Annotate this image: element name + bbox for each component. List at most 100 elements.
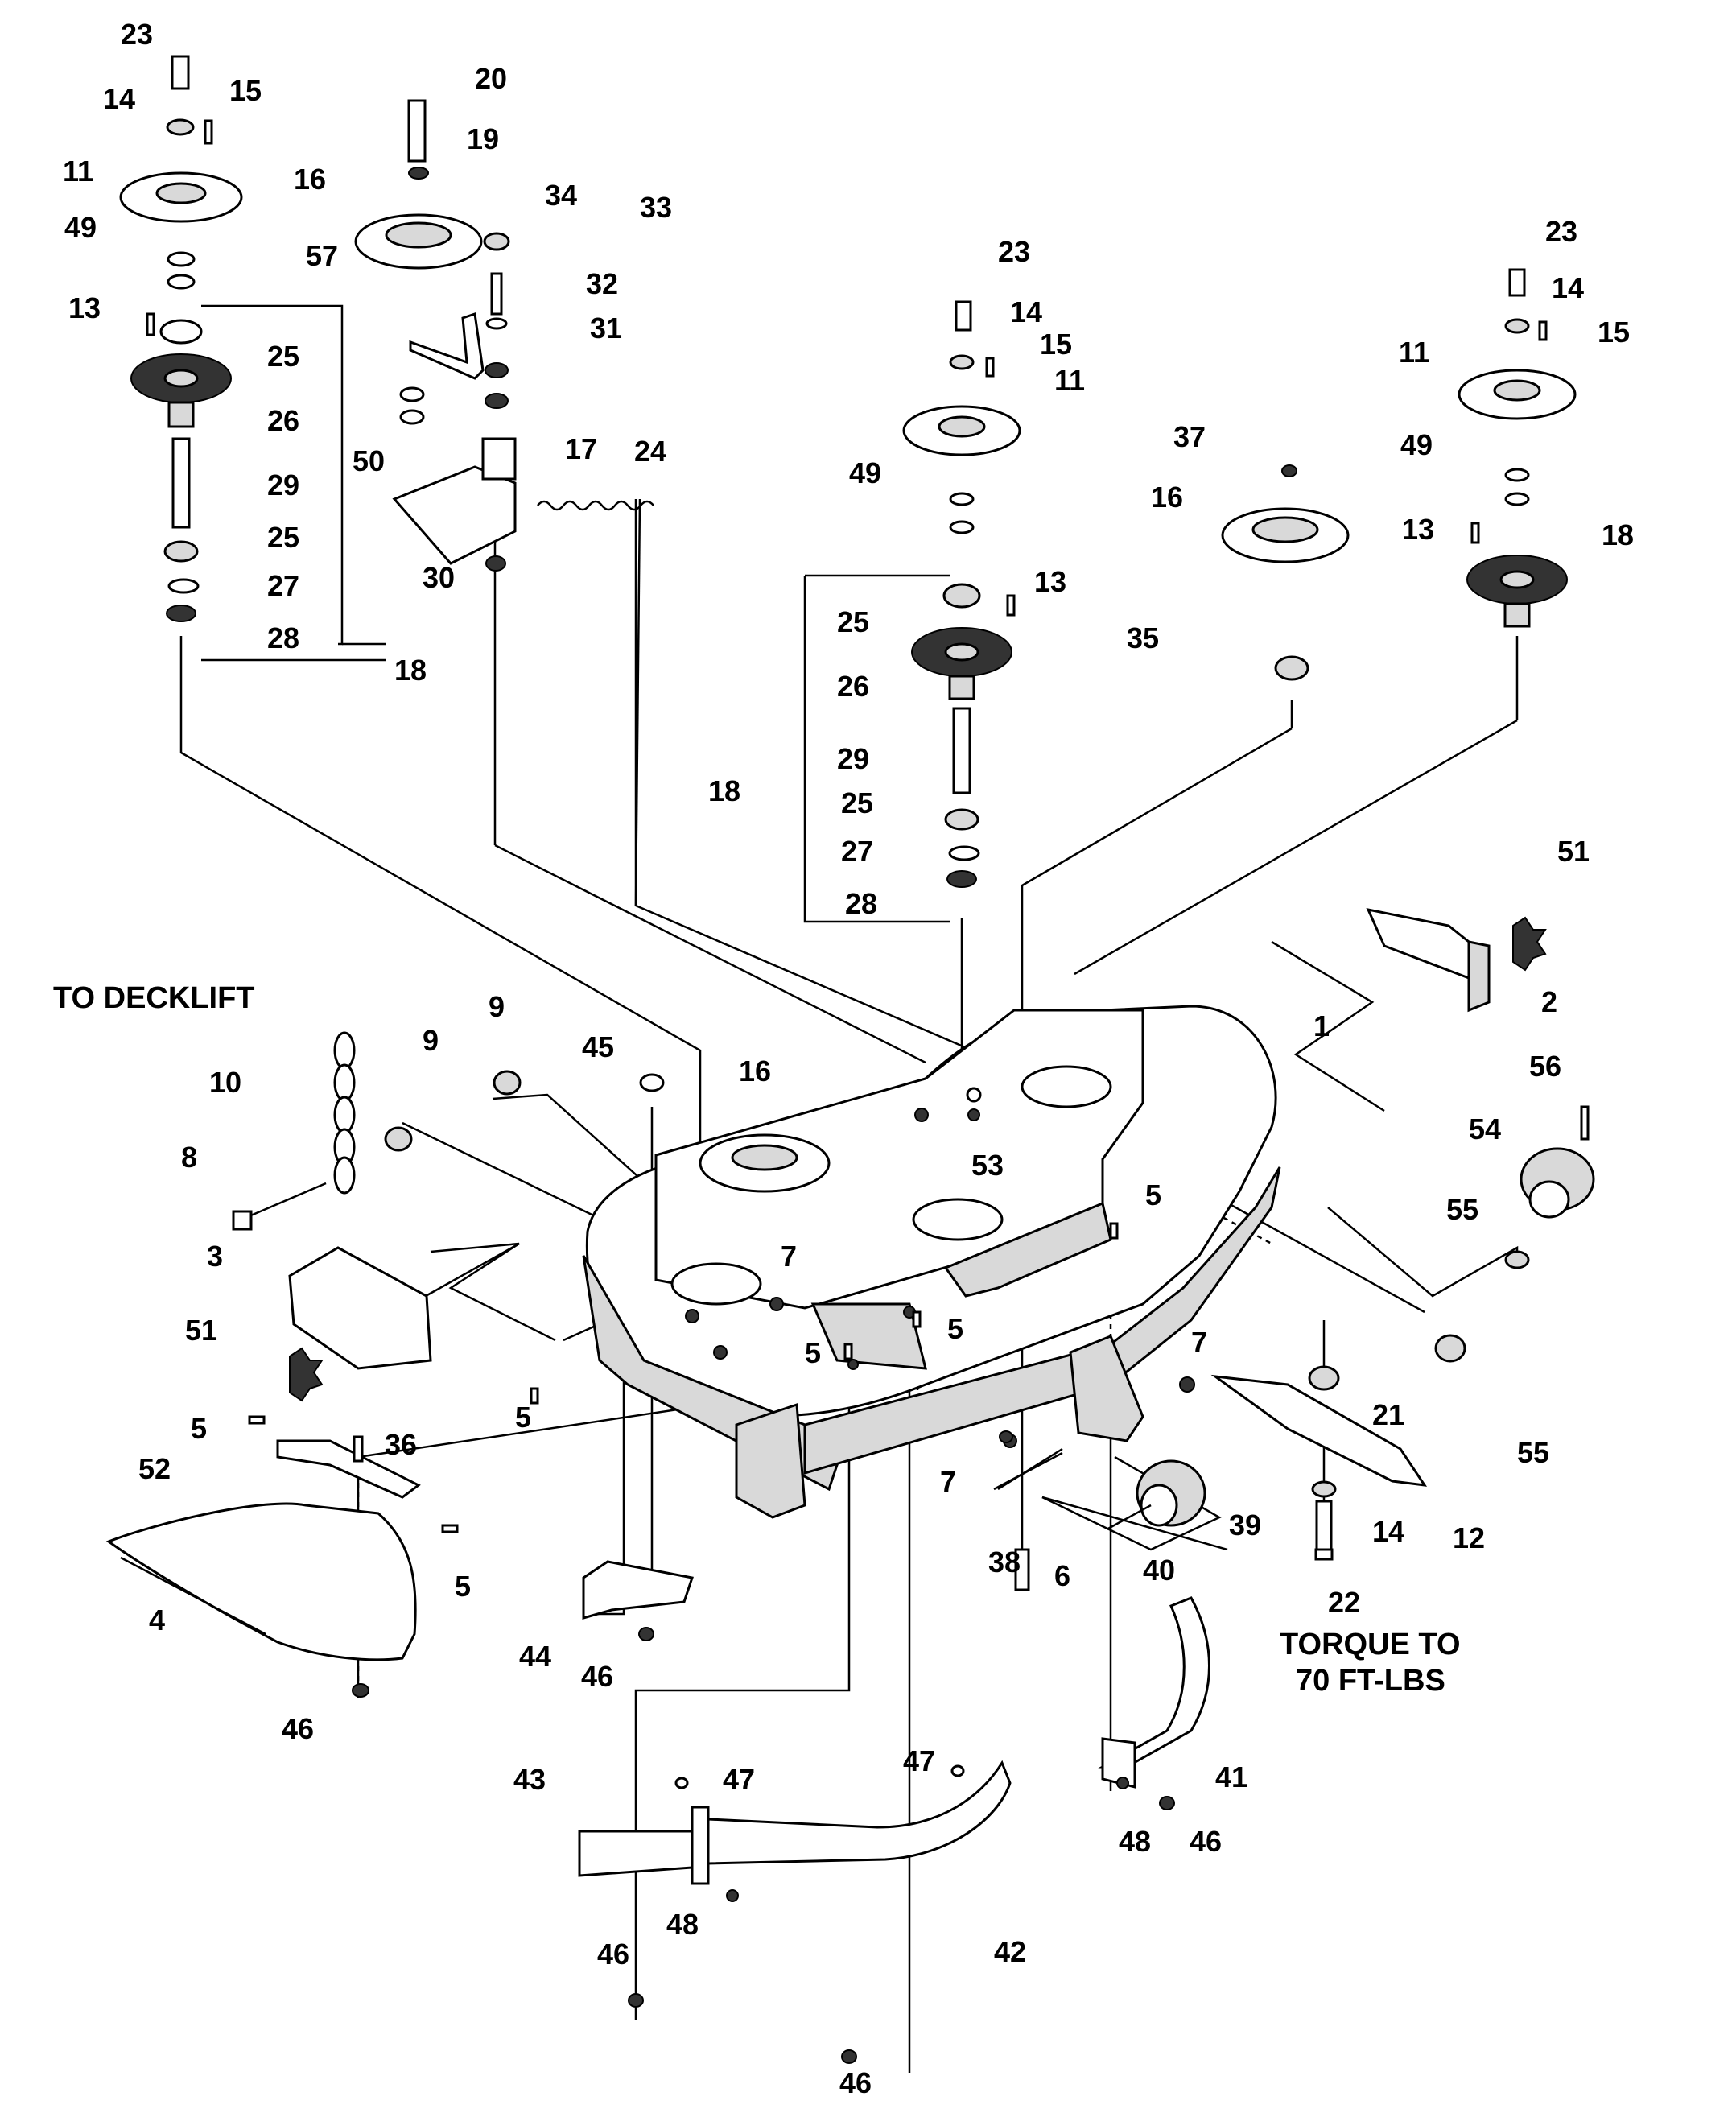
callout-39: 39	[1229, 1508, 1261, 1542]
callout-57: 57	[306, 239, 338, 272]
right-spindle-assembly	[1458, 268, 1577, 628]
callout-29b: 29	[837, 742, 869, 775]
center-spindle-assembly	[902, 300, 1021, 888]
callout-56: 56	[1529, 1050, 1561, 1083]
callout-2: 2	[1541, 985, 1557, 1018]
callout-25c: 25	[837, 605, 869, 638]
callout-13: 13	[68, 291, 101, 324]
callout-16b: 16	[1151, 481, 1183, 514]
callout-14b: 14	[1010, 295, 1042, 328]
callout-23b: 23	[998, 235, 1030, 268]
callout-46: 46	[282, 1712, 314, 1745]
callout-35: 35	[1127, 621, 1159, 654]
callout-27: 27	[267, 569, 299, 602]
callout-53: 53	[971, 1149, 1004, 1182]
callout-48: 48	[666, 1908, 699, 1941]
callout-51b: 51	[185, 1314, 217, 1347]
callout-5d: 5	[515, 1401, 531, 1434]
callout-28: 28	[267, 621, 299, 654]
callout-30: 30	[423, 561, 455, 594]
callout-22: 22	[1328, 1586, 1360, 1619]
left-spindle-assembly	[119, 55, 243, 622]
callout-50: 50	[353, 444, 385, 477]
callout-20: 20	[475, 62, 507, 95]
callout-11: 11	[63, 155, 93, 188]
callout-7: 7	[781, 1240, 797, 1273]
callout-15: 15	[229, 74, 262, 107]
callout-4: 4	[149, 1603, 165, 1636]
callout-labels: 23 14 15 11 49 13 25 26 29 25 27 28 18 2…	[63, 18, 1634, 2099]
callout-25b: 25	[267, 521, 299, 554]
callout-13c: 13	[1402, 513, 1434, 546]
callout-14d: 14	[1372, 1515, 1404, 1548]
deck-housing	[582, 1005, 1281, 1519]
callout-31: 31	[590, 312, 622, 345]
covers-and-small-parts	[105, 907, 1595, 2064]
callout-8: 8	[181, 1141, 197, 1174]
callout-48b: 48	[1119, 1825, 1151, 1858]
callout-46e: 46	[1190, 1825, 1222, 1858]
callout-28b: 28	[845, 887, 877, 920]
callout-54: 54	[1469, 1112, 1501, 1145]
callout-47b: 47	[903, 1744, 935, 1777]
callout-7c: 7	[940, 1465, 956, 1498]
callout-38: 38	[988, 1546, 1021, 1579]
callout-10: 10	[209, 1066, 241, 1099]
callout-36: 36	[385, 1428, 417, 1461]
callout-21: 21	[1372, 1398, 1404, 1431]
callout-23: 23	[121, 18, 153, 51]
callout-18c: 18	[1602, 518, 1634, 551]
callout-46c: 46	[597, 1938, 629, 1971]
callout-29: 29	[267, 468, 299, 501]
callout-25d: 25	[841, 786, 873, 819]
callout-13b: 13	[1034, 565, 1066, 598]
callout-5f: 5	[455, 1570, 471, 1603]
callout-32: 32	[586, 267, 618, 300]
callout-11b: 11	[1054, 364, 1085, 397]
callout-11c: 11	[1399, 336, 1429, 369]
idler-assembly-left	[354, 99, 654, 572]
callout-52: 52	[138, 1452, 171, 1485]
callout-6: 6	[1054, 1559, 1070, 1592]
callout-27b: 27	[841, 835, 873, 868]
callout-15b: 15	[1040, 328, 1072, 361]
callout-5c: 5	[805, 1336, 821, 1369]
callout-5e: 5	[191, 1412, 207, 1445]
callout-9b: 9	[489, 990, 505, 1023]
callout-3: 3	[207, 1240, 223, 1273]
note-torque-line2: 70 FT-LBS	[1296, 1664, 1445, 1698]
note-torque-line1: TORQUE TO	[1280, 1628, 1461, 1661]
callout-14c: 14	[1552, 271, 1584, 304]
callout-33: 33	[640, 191, 672, 224]
callout-46d: 46	[839, 2066, 872, 2099]
callout-49: 49	[64, 211, 97, 244]
callout-44: 44	[519, 1640, 551, 1673]
callout-47: 47	[723, 1763, 755, 1796]
callout-40: 40	[1143, 1554, 1175, 1587]
callout-42: 42	[994, 1935, 1026, 1968]
callout-37: 37	[1173, 420, 1206, 453]
callout-45: 45	[582, 1030, 614, 1063]
callout-18b: 18	[708, 774, 740, 807]
idler-assembly-right	[1221, 464, 1350, 681]
callout-14: 14	[103, 82, 135, 115]
callout-49c: 49	[1400, 428, 1433, 461]
note-to-decklift: TO DECKLIFT	[53, 981, 255, 1015]
callout-18: 18	[394, 654, 427, 687]
callout-7b: 7	[1191, 1326, 1207, 1359]
callout-5: 5	[1145, 1178, 1161, 1211]
callout-26b: 26	[837, 670, 869, 703]
callout-43: 43	[513, 1763, 546, 1796]
callout-41: 41	[1215, 1760, 1247, 1793]
callout-25: 25	[267, 340, 299, 373]
callout-49b: 49	[849, 456, 881, 489]
callout-24: 24	[634, 435, 666, 468]
callout-26: 26	[267, 404, 299, 437]
callout-55: 55	[1446, 1193, 1478, 1226]
callout-5b: 5	[947, 1312, 963, 1345]
callout-17: 17	[565, 432, 597, 465]
callout-55b: 55	[1517, 1436, 1549, 1469]
callout-16: 16	[294, 163, 326, 196]
callout-46b: 46	[581, 1660, 613, 1693]
